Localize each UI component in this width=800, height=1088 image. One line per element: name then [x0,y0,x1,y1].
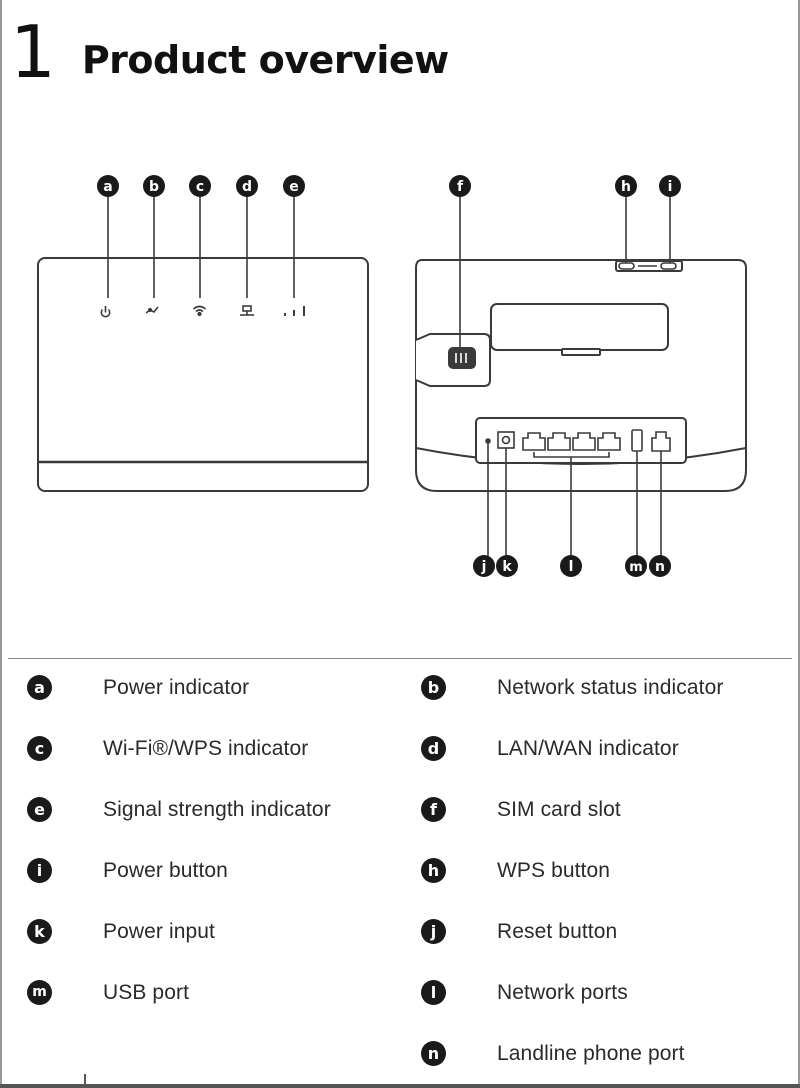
svg-text:e: e [289,179,299,195]
page-frame-left [0,0,2,1088]
callout-i: i [659,175,681,197]
chapter-number: 1 [10,10,56,94]
legend-badge: b [421,675,446,700]
top-buttons [618,262,677,270]
lan-wan-indicator-icon [240,305,254,316]
svg-text:l: l [569,559,574,575]
callout-a: a [97,175,119,197]
legend-badge: i [27,858,52,883]
svg-text:k: k [502,559,512,575]
legend-label: Power input [103,920,215,943]
wifi-indicator-icon [192,305,207,317]
svg-text:b: b [149,179,159,195]
legend-badge: h [421,858,446,883]
legend-badge: a [27,675,52,700]
legend-badge: f [421,797,446,822]
page-frame-tick [84,1074,86,1088]
svg-text:f: f [457,179,464,195]
callout-h: h [615,175,637,197]
legend-label: Network status indicator [497,676,724,699]
legend: a Power indicator c Wi-Fi®/WPS indicator… [0,660,800,1080]
front-callout-leaders [107,196,295,298]
legend-badge: d [421,736,446,761]
legend-label: Reset button [497,920,618,943]
phone-port-shape [651,431,671,452]
page-frame-right [798,0,800,1088]
legend-badge: j [421,919,446,944]
svg-text:i: i [668,179,673,195]
callout-d: d [236,175,258,197]
svg-text:d: d [242,179,252,195]
svg-text:h: h [621,179,631,195]
page-frame-bottom [0,1084,800,1088]
back-vent [490,303,669,356]
product-diagram: a b c d e [37,175,747,577]
callout-l: l [560,555,582,577]
front-indicators [100,305,305,318]
callout-f: f [449,175,471,197]
legend-label: WPS button [497,859,611,882]
legend-badge: l [421,980,446,1005]
legend-label: Signal strength indicator [103,798,331,821]
legend-badge: k [27,919,52,944]
callout-n: n [649,555,671,577]
legend-label: USB port [103,981,189,1004]
svg-text:a: a [103,179,112,195]
legend-badge: e [27,797,52,822]
callout-m: m [625,555,647,577]
network-status-icon [145,306,159,314]
reset-button-hole [485,438,491,444]
legend-badge: c [27,736,52,761]
svg-text:c: c [196,179,204,195]
network-port-4 [597,432,621,451]
svg-text:m: m [629,560,643,575]
power-button-shape [660,262,677,270]
back-callout-leaders [459,196,671,558]
legend-label: Power button [103,859,228,882]
callout-j: j [473,555,495,577]
network-port-1 [522,432,546,451]
network-port-3 [572,432,596,451]
wps-button-shape [618,262,635,270]
legend-label: Wi-Fi®/WPS indicator [103,737,309,760]
svg-text:j: j [481,559,487,575]
callout-e: e [283,175,305,197]
sim-card-slot-shape [415,333,491,387]
front-body [37,257,369,492]
chapter-title: Product overview [81,38,449,82]
signal-strength-icon [284,306,305,316]
legend-badge: m [27,980,52,1005]
power-indicator-icon [100,306,111,318]
callout-k: k [496,555,518,577]
legend-badge: n [421,1041,446,1066]
callout-c: c [189,175,211,197]
legend-label: Network ports [497,981,628,1004]
front-view [37,257,369,492]
svg-text:n: n [655,559,665,575]
network-port-2 [547,432,571,451]
usb-port-shape [631,429,643,452]
legend-label: SIM card slot [497,798,621,821]
ports [485,429,671,452]
callout-b: b [143,175,165,197]
section-divider [8,658,792,659]
legend-label: Power indicator [103,676,250,699]
section-heading: 1 Product overview [10,8,449,88]
legend-label: LAN/WAN indicator [497,737,679,760]
legend-label: Landline phone port [497,1042,685,1065]
